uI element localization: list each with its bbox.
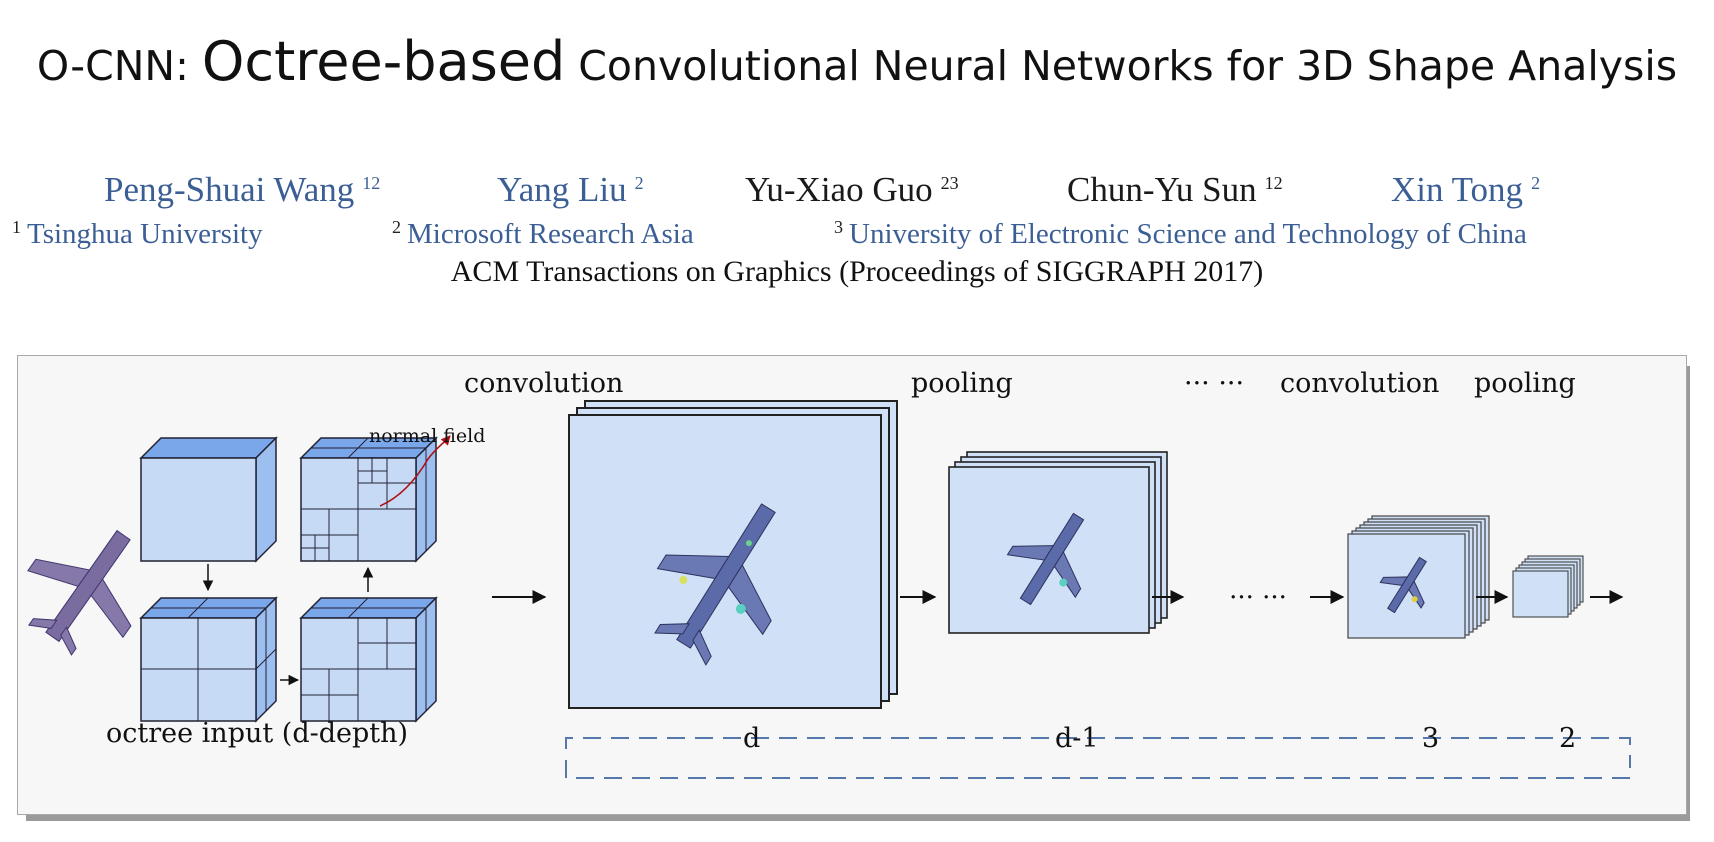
label-convolution: convolution: [464, 368, 624, 399]
feature-map-2: [1512, 555, 1584, 618]
octree-cube-level1: [139, 596, 278, 723]
feature-map-d-1: [948, 451, 1168, 634]
depth-bracket: [565, 737, 1631, 779]
feature-map-3: [1347, 515, 1490, 639]
label-octree-input: octree input (d-depth): [106, 718, 409, 749]
depth-label: 2: [1559, 723, 1577, 754]
label-normal-field: normal field: [369, 425, 486, 447]
octree-cube-level0: [139, 436, 278, 563]
label-pooling-2: pooling: [1474, 368, 1576, 399]
depth-label: d-1: [1055, 723, 1099, 754]
octree-cube-level2: [299, 596, 438, 723]
paper-title: O-CNN: Octree-based Convolutional Neural…: [0, 30, 1714, 93]
venue: ACM Transactions on Graphics (Proceeding…: [450, 255, 1264, 288]
label-pooling: pooling: [911, 368, 1013, 399]
dots-label: ··· ···: [1229, 583, 1287, 613]
label-dots: ··· ···: [1184, 368, 1245, 399]
architecture-diagram: ··· ···: [27, 400, 1631, 779]
feature-map-d: [568, 400, 898, 709]
title-emphasis: Octree-based: [201, 30, 566, 93]
depth-label: 3: [1422, 723, 1440, 754]
depth-label: d: [743, 723, 761, 754]
octree-cube-level3: [299, 435, 451, 563]
label-convolution-2: convolution: [1280, 368, 1440, 399]
figure-panel: ··· ···: [17, 355, 1687, 815]
title-rest: Convolutional Neural Networks for 3D Sha…: [565, 42, 1678, 90]
airplane-pointcloud: [27, 529, 132, 656]
title-prefix: O-CNN:: [36, 42, 202, 90]
